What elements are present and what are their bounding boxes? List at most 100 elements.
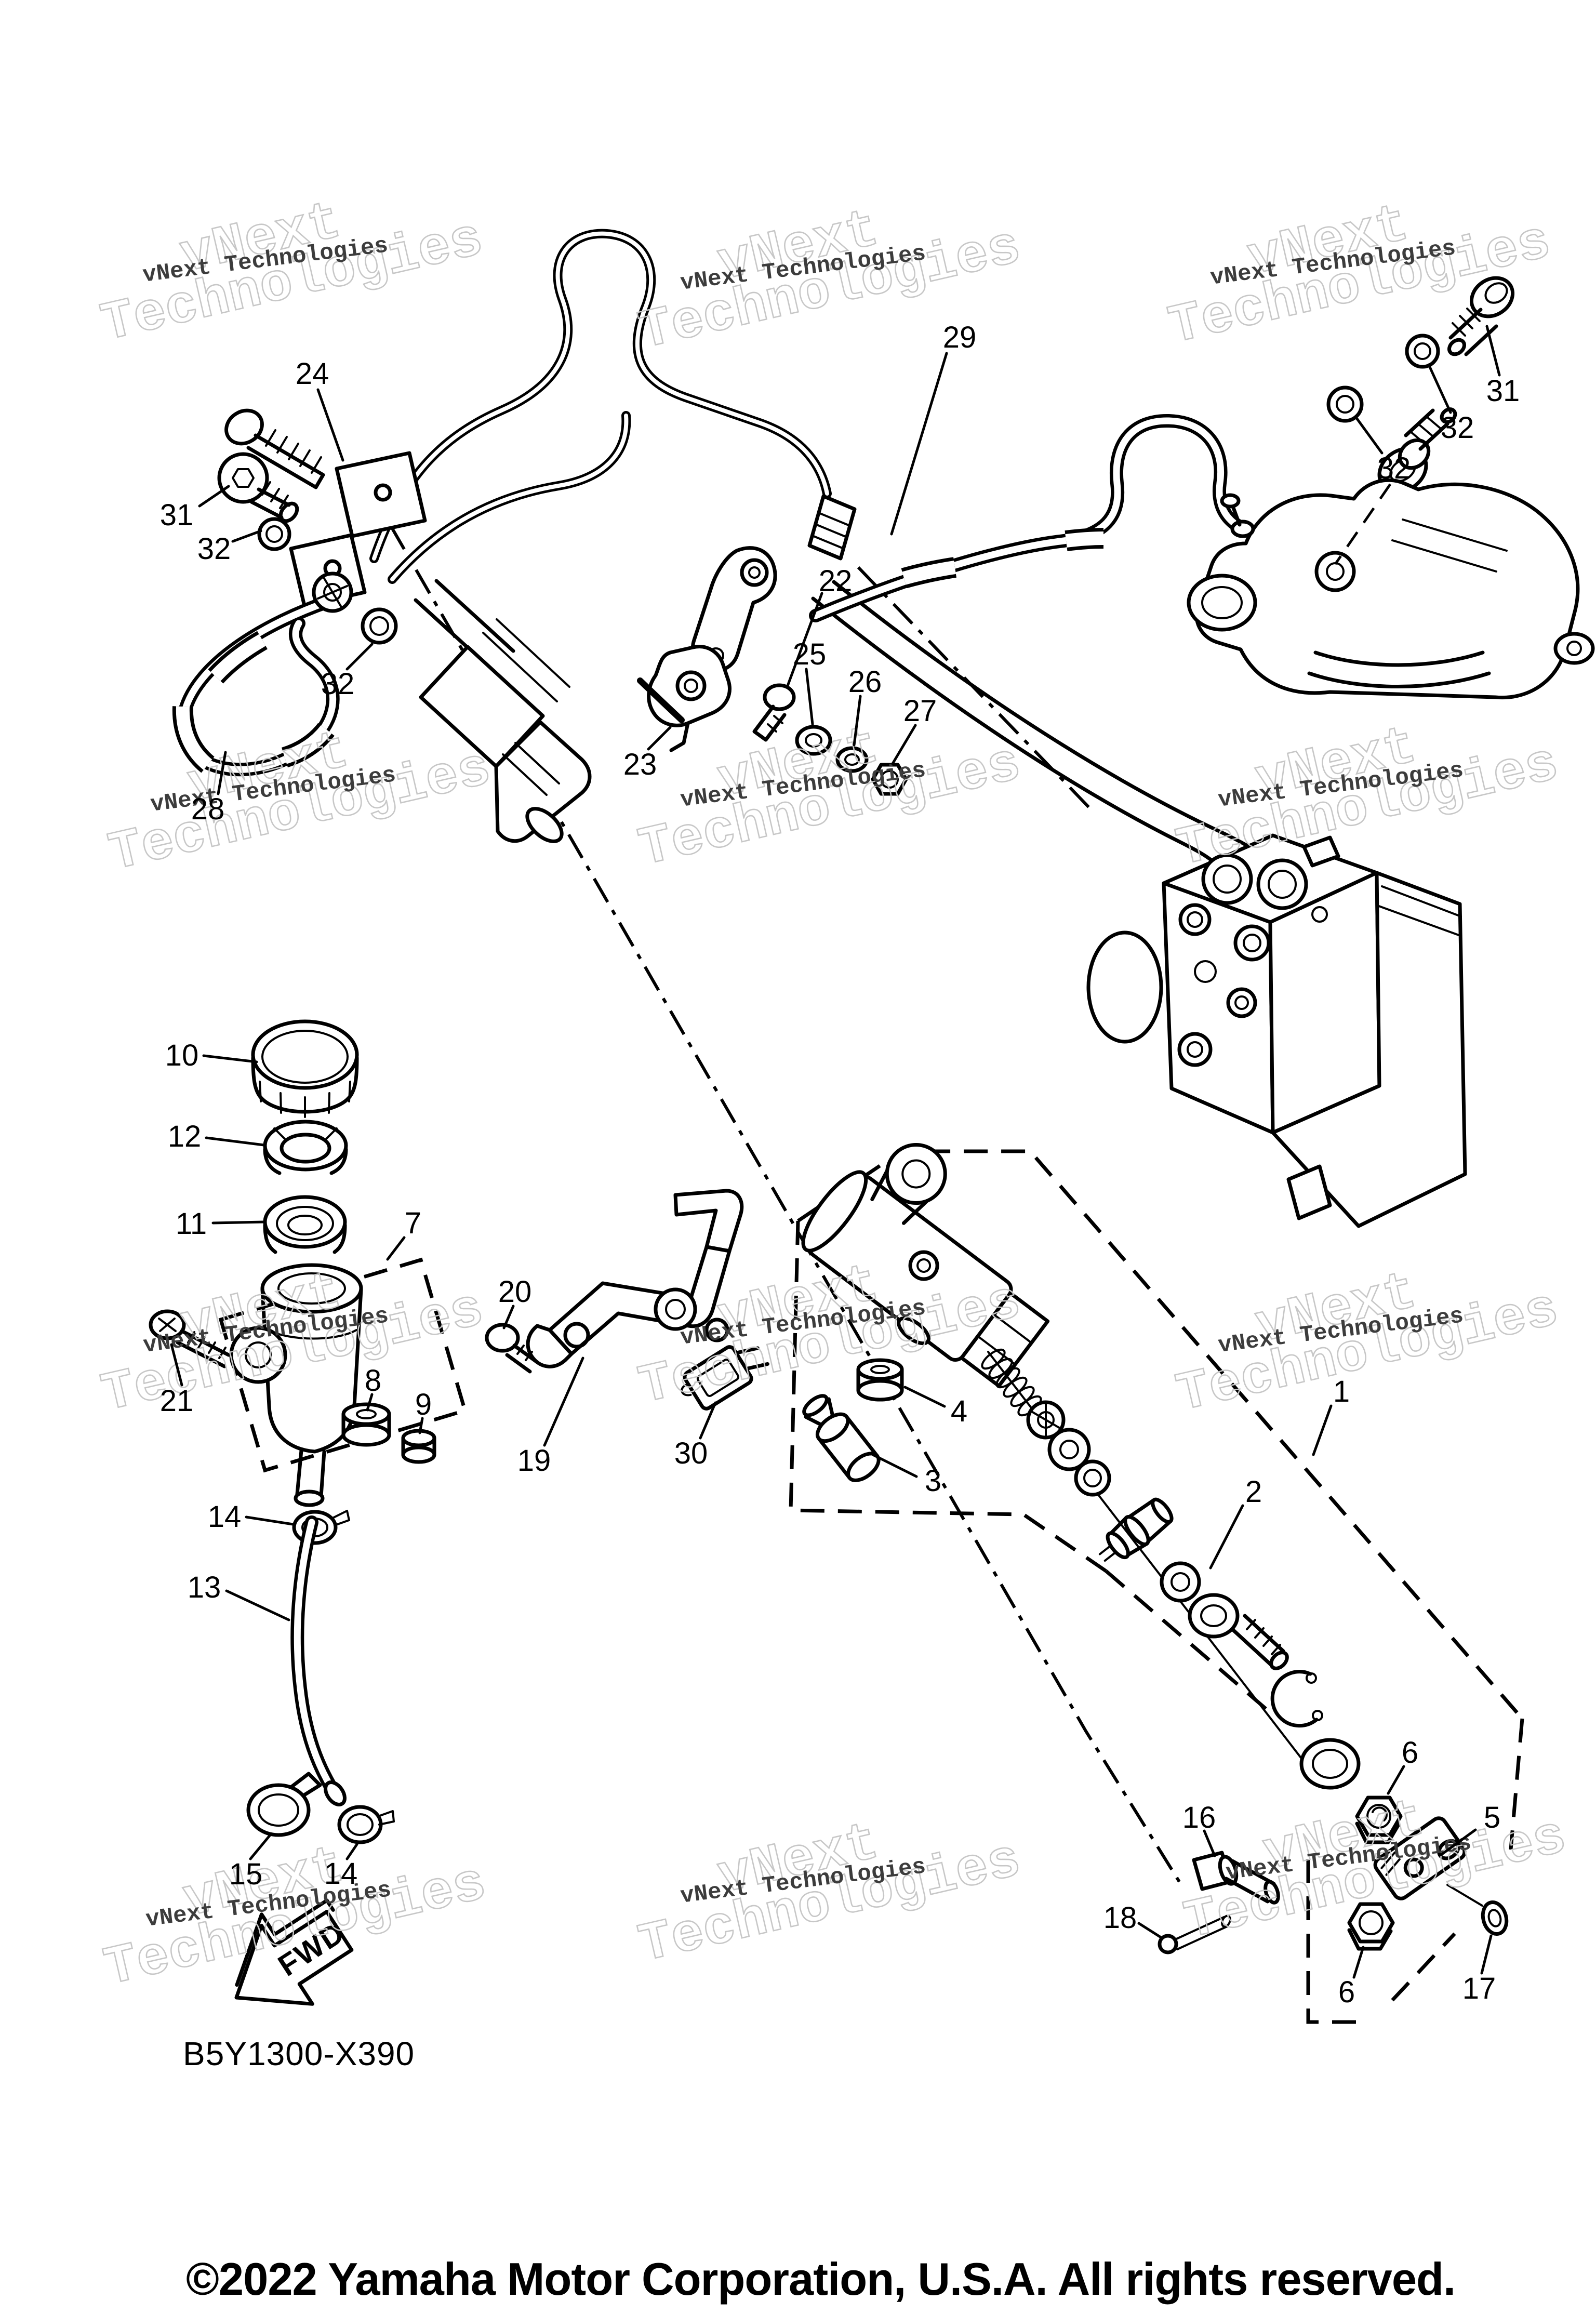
- callout-32-2: 32: [197, 532, 231, 566]
- clamp-14-upper-shape: [331, 1510, 350, 1526]
- leader-line-9-20: [418, 1417, 424, 1434]
- master-cylinder-body-shape-shape: [916, 1258, 932, 1273]
- leader-line-1-27: [1312, 1404, 1333, 1456]
- hose-28-loop: [172, 571, 353, 777]
- bolt-31-left-shape: [261, 481, 289, 509]
- leader-line-29-5: [890, 352, 948, 536]
- piston-kit-2: [981, 1348, 1361, 1790]
- piston-kit-2-shape: [1030, 1401, 1062, 1439]
- hose-junction-blocks-shape: [335, 451, 427, 538]
- hose-13-shape: [324, 1780, 347, 1806]
- leader-line-30-23: [699, 1401, 717, 1440]
- fwd-arrow-shape: [235, 1898, 335, 1987]
- brake-pipe-assembly: [369, 229, 857, 584]
- screw-22-shape: [763, 683, 796, 711]
- clamp-14-lower: [337, 1805, 395, 1844]
- washer-32-left-a-shape: [257, 517, 291, 551]
- grommet-4-shape: [870, 1365, 890, 1374]
- master-cylinder-top: [414, 579, 592, 843]
- clamp-15-shape: [258, 1793, 299, 1827]
- screw-21-shape: [187, 1331, 227, 1359]
- leader-line-26-11: [853, 695, 862, 747]
- nut-6-upper: [1355, 1796, 1403, 1844]
- washer-26-shape: [844, 753, 860, 766]
- callout-32-8: 32: [1377, 451, 1411, 485]
- grommet-4-shape: [856, 1379, 904, 1402]
- lever-plate: [691, 546, 777, 672]
- master-cylinder-top-shape: [482, 618, 570, 702]
- callout-9-20: 9: [415, 1388, 432, 1421]
- washer-26: [835, 746, 869, 773]
- bracket-23: [637, 645, 732, 752]
- bolt-31-right: [1447, 276, 1515, 356]
- bracket-23-shape: [684, 679, 698, 693]
- screw-20-shape: [505, 1344, 539, 1374]
- callout-10-14: 10: [165, 1039, 199, 1072]
- piston-kit-2-shape: [1188, 1593, 1240, 1639]
- callout-14-28: 14: [208, 1500, 242, 1534]
- washer-32-left-b: [361, 607, 398, 645]
- callout-32-3: 32: [321, 667, 355, 701]
- callout-6-36: 6: [1338, 1975, 1355, 2009]
- callout-32-7: 32: [1441, 411, 1474, 445]
- callout-1-27: 1: [1333, 1375, 1350, 1408]
- caliper-piston-boss: [1187, 574, 1257, 632]
- hose-29-fitting: [1398, 407, 1457, 470]
- clamp-14-lower-shape: [347, 1813, 374, 1836]
- callout-5-35: 5: [1484, 1801, 1500, 1834]
- abs-modulator-shape: [1268, 870, 1297, 899]
- bolt-16-shape: [1224, 1859, 1276, 1904]
- diaphragm-ring-12-shape: [280, 1133, 331, 1164]
- reservoir-cap-10-shape: [251, 1019, 359, 1090]
- hose-28-loop-shape: [317, 576, 348, 609]
- diaphragm-11-shape: [287, 1215, 323, 1235]
- elbow-joint-3-shape-shape: [817, 1415, 880, 1480]
- tank-nipple: [294, 1490, 325, 1507]
- callout-7-17: 7: [405, 1206, 421, 1240]
- construction-lines-shape: [389, 525, 1181, 1883]
- leader-line-31-1: [198, 485, 230, 508]
- nut-6-lower: [1347, 1902, 1395, 1951]
- leader-line-layer: [170, 325, 1501, 1979]
- sensor-30-shape: [681, 1345, 769, 1411]
- callout-8-19: 8: [365, 1364, 381, 1398]
- clamp-15-shape: [246, 1783, 311, 1837]
- washer-32-right-a-shape: [1414, 342, 1431, 360]
- bracket-23-shape: [675, 670, 707, 701]
- lever-plate-shape: [740, 558, 769, 587]
- bolt-31-left-shape: [217, 452, 269, 504]
- screw-21-shape: [176, 1329, 231, 1368]
- abs-modulator-shape: [1194, 960, 1217, 983]
- clamp-15: [246, 1772, 322, 1837]
- callout-13-29: 13: [188, 1571, 221, 1604]
- washer-32-right-b-shape: [1336, 395, 1354, 414]
- abs-modulator-shape: [1302, 835, 1340, 868]
- bolt-24-shape: [224, 408, 264, 446]
- leader-line-19-22: [543, 1357, 584, 1447]
- piston-kit-2-shape: [1246, 1619, 1281, 1655]
- rear-caliper-shape: [1230, 520, 1255, 538]
- nut-27: [871, 763, 908, 796]
- piston-shape: [1106, 1531, 1130, 1560]
- lever-plate-shape: [748, 566, 761, 579]
- callout-28-4: 28: [191, 792, 225, 826]
- bolt-31-right-shape: [1469, 276, 1515, 318]
- washer-32-left-b-shape: [369, 616, 389, 636]
- hose-junction-blocks-shape: [374, 483, 392, 502]
- master-cylinder-body-shape-shape: [908, 1250, 939, 1281]
- leader-line-6-34: [1387, 1765, 1405, 1795]
- leader-line-16-32: [1203, 1829, 1216, 1857]
- leader-line-2-26: [1209, 1504, 1244, 1570]
- leader-line-3-25: [871, 1453, 918, 1478]
- bracket-23-shape: [669, 721, 690, 752]
- washer-32-left-a: [257, 517, 291, 551]
- leader-line-25-10: [805, 668, 814, 726]
- callout-19-22: 19: [517, 1444, 551, 1478]
- bracket-19-shape: [665, 1299, 686, 1320]
- circlip: [1270, 1670, 1323, 1728]
- part-code: B5Y1300-X390: [183, 2035, 415, 2072]
- abs-modulator: [1086, 833, 1467, 1228]
